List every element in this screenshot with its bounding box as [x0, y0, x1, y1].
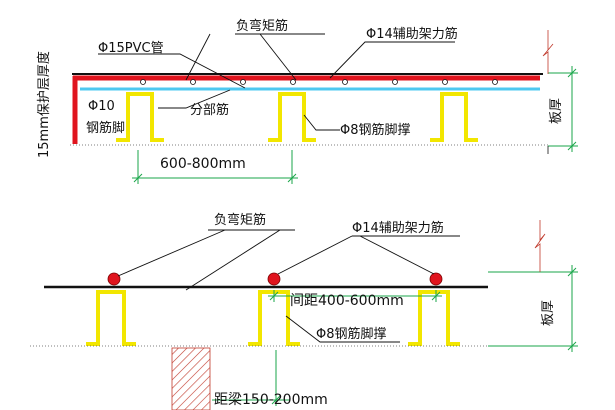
bottom-section: 负弯矩筋 Φ14辅助架力筋 间距400-600mm Φ8钢筋脚撑 距梁150-2… [30, 212, 578, 410]
top-support-label: Φ8钢筋脚撑 [340, 122, 411, 138]
foot-label-1: Φ10 [88, 99, 115, 114]
bottom-thickness-label: 板厚 [541, 300, 556, 326]
bottom-steel-chairs [86, 290, 460, 346]
beam-hatch [171, 347, 211, 410]
top-section: Φ15PVC管 负弯矩筋 Φ14辅助架力筋 15mm保护层厚度 Φ10 钢筋脚 … [36, 18, 578, 184]
top-steel-chairs [116, 92, 478, 142]
bottom-aux-rebar-dots [107, 272, 443, 286]
chair-b1 [86, 290, 136, 346]
distribution-rebar-label: 分部筋 [190, 102, 229, 118]
foot-label-2: 钢筋脚 [86, 120, 125, 136]
beam-distance-label: 距梁150-200mm [214, 392, 328, 408]
bottom-support-label: Φ8钢筋脚撑 [316, 326, 387, 342]
chair-3 [430, 92, 478, 142]
chair-1 [116, 92, 164, 142]
top-aux-rebar-label: Φ14辅助架力筋 [366, 26, 458, 42]
top-neg-rebar-label: 负弯矩筋 [236, 18, 288, 34]
spacing-label: 间距400-600mm [290, 293, 404, 309]
pvc-label: Φ15PVC管 [98, 41, 164, 56]
chair-2 [268, 92, 316, 142]
top-thickness-label: 板厚 [549, 98, 564, 124]
chair-b3 [408, 290, 460, 346]
cover-thickness-label: 15mm保护层厚度 [36, 51, 52, 158]
span-label: 600-800mm [160, 156, 246, 172]
bottom-aux-rebar-label: Φ14辅助架力筋 [352, 220, 444, 236]
bottom-neg-rebar-label: 负弯矩筋 [214, 212, 266, 228]
top-aux-rebar-dots [140, 79, 498, 85]
